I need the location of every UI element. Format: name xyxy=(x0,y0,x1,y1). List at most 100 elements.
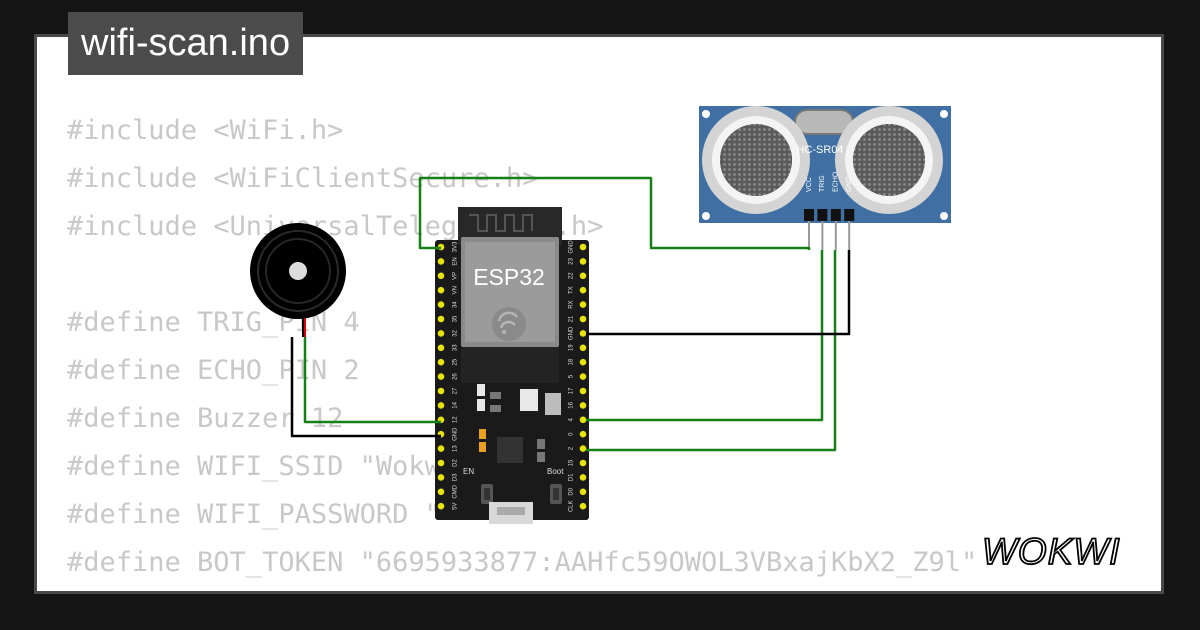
esp32-pin[interactable] xyxy=(437,488,445,496)
esp32-pin[interactable] xyxy=(579,474,587,481)
esp32-pin[interactable] xyxy=(437,387,445,395)
esp32-pin-label: GND xyxy=(569,240,575,254)
esp32-pin[interactable] xyxy=(579,315,587,323)
code-line: #define Buzzer 12 xyxy=(67,403,344,434)
sensor-pin-header[interactable] xyxy=(830,209,841,221)
wokwi-logo: WOKWI xyxy=(981,530,1121,573)
en-button-label: EN xyxy=(463,467,474,476)
esp32-pin-label: 23 xyxy=(569,257,575,264)
sensor-pin-label: ECHO xyxy=(833,171,840,192)
esp32-pin-label: 17 xyxy=(569,387,575,394)
esp32-pin[interactable] xyxy=(437,258,445,265)
esp32-pin-label: 25 xyxy=(453,358,459,365)
esp32-pin-label: 12 xyxy=(453,416,459,423)
sensor-pin-label: TRIG xyxy=(819,175,826,192)
esp32-pin[interactable] xyxy=(437,445,445,452)
esp32-pin-label: 16 xyxy=(569,401,575,408)
esp32-pin[interactable] xyxy=(579,488,587,496)
esp32-pin[interactable] xyxy=(579,286,587,294)
esp32-pin[interactable] xyxy=(579,459,587,467)
project-title[interactable]: wifi-scan.ino xyxy=(68,12,304,75)
code-line: #define WIFI_PASSWORD "" xyxy=(67,499,458,530)
esp32-pin[interactable] xyxy=(437,358,445,366)
esp32-pin-label: 14 xyxy=(453,401,459,408)
esp32-pin[interactable] xyxy=(437,330,445,337)
esp32-pin-label: 19 xyxy=(569,344,575,351)
sensor-pin-header[interactable] xyxy=(844,209,855,221)
esp32-pin[interactable] xyxy=(579,243,587,251)
esp32-pin[interactable] xyxy=(579,387,587,395)
esp32-pin-label: TX xyxy=(569,286,575,294)
esp32-pin[interactable] xyxy=(579,445,587,452)
esp32-pin[interactable] xyxy=(579,502,587,510)
esp32-pin[interactable] xyxy=(437,474,445,481)
esp32-pin[interactable] xyxy=(437,286,445,294)
esp32-pin-label: D1 xyxy=(569,473,575,481)
esp32-pin[interactable] xyxy=(437,315,445,323)
esp32-pin[interactable] xyxy=(437,301,445,308)
sensor-label: HC-SR04 xyxy=(796,144,843,156)
wire-echo xyxy=(586,250,837,452)
wires xyxy=(290,176,851,452)
code-line: #define ECHO_PIN 2 xyxy=(67,355,360,386)
esp32-pin-label: RX xyxy=(569,300,575,308)
esp32-pin[interactable] xyxy=(579,258,587,265)
esp32-pin[interactable] xyxy=(579,272,587,280)
esp32-pin-label: 22 xyxy=(569,272,575,279)
wokwi-logo-text: WOKWI xyxy=(982,531,1121,572)
esp32-pin-label: 18 xyxy=(569,358,575,365)
esp32-pin-label: VN xyxy=(453,286,459,294)
esp32-pin[interactable] xyxy=(437,373,445,380)
wire-gnd xyxy=(586,250,851,336)
esp32-pin[interactable] xyxy=(579,358,587,366)
esp32-pin[interactable] xyxy=(579,301,587,308)
esp32-pin-label: 5V xyxy=(453,503,459,510)
esp32-pin[interactable] xyxy=(579,344,587,352)
esp32-pin-label: 0 xyxy=(569,432,575,436)
esp32-pin-label: CLK xyxy=(569,500,575,512)
code-line: #include <WiFi.h> xyxy=(67,115,344,146)
esp32-pin[interactable] xyxy=(579,330,587,337)
esp32-pin[interactable] xyxy=(437,502,445,510)
esp32-pin-label: D0 xyxy=(569,487,575,495)
esp32-pin-label: D2 xyxy=(453,459,459,467)
esp32-pin-label: 5 xyxy=(569,374,575,378)
esp32-pin-label: 15 xyxy=(569,459,575,466)
esp32-pin-label: D3 xyxy=(453,473,459,481)
esp32-pin-label: 34 xyxy=(453,301,459,308)
esp32-pin-label: 27 xyxy=(453,387,459,394)
esp32-pin-label: 32 xyxy=(453,329,459,336)
esp32-label: ESP32 xyxy=(473,264,545,290)
esp32-pin-label: 35 xyxy=(453,315,459,322)
buzzer[interactable] xyxy=(250,223,346,337)
esp32-pin-label: GND xyxy=(569,326,575,340)
esp32-pin-label: 2 xyxy=(569,446,575,450)
esp32-pin-label: 3V3 xyxy=(453,241,459,252)
esp32-pin[interactable] xyxy=(437,402,445,409)
boot-button-label: Boot xyxy=(547,467,564,476)
esp32-pin-label: 33 xyxy=(453,344,459,351)
esp32-pin[interactable] xyxy=(437,272,445,280)
wire-vcc xyxy=(418,176,811,250)
sensor-pin-header[interactable] xyxy=(804,209,814,221)
code-line: #define BOT_TOKEN "6695933877:AAHfc59OWO… xyxy=(67,547,978,578)
sensor-pin-header[interactable] xyxy=(817,209,828,221)
wire-buzzer-signal xyxy=(303,337,441,424)
esp32-pin[interactable] xyxy=(437,344,445,352)
simulation-canvas[interactable]: #include <WiFi.h> #include <WiFiClientSe… xyxy=(34,34,1164,594)
esp32-pin-label: 4 xyxy=(569,417,575,421)
esp32-pin[interactable] xyxy=(579,416,587,424)
esp32-pin-label: 26 xyxy=(453,373,459,380)
wire-buzzer-gnd xyxy=(290,337,441,438)
esp32-pin-label: 21 xyxy=(569,315,575,322)
esp32-pin-label: 13 xyxy=(453,445,459,452)
sensor-pin-label: GND xyxy=(846,176,853,192)
esp32-pin[interactable] xyxy=(437,459,445,467)
esp32-pin[interactable] xyxy=(579,430,587,438)
esp32-pin[interactable] xyxy=(579,402,587,409)
esp32-pin-label: VP xyxy=(453,272,459,280)
esp32-pin[interactable] xyxy=(579,373,587,380)
